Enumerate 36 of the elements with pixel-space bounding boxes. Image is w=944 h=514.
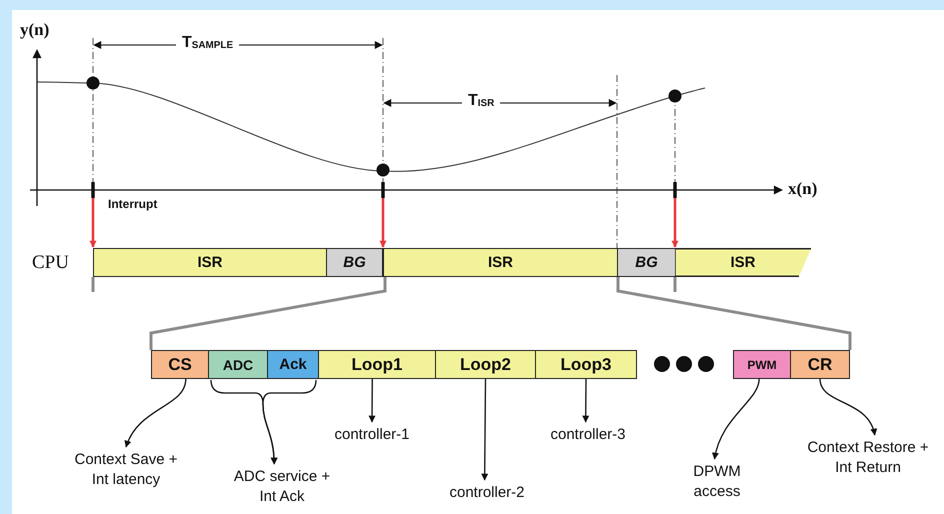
arrow bbox=[481, 379, 488, 481]
process-segment: ISR bbox=[675, 248, 811, 277]
process-segment: CR bbox=[790, 350, 850, 379]
annotation-text: DPWM access bbox=[676, 462, 758, 502]
zoom-line bbox=[616, 277, 852, 350]
arrow bbox=[262, 380, 317, 465]
arrow bbox=[582, 379, 590, 423]
process-segment: Ack bbox=[267, 350, 319, 379]
arrow bbox=[368, 379, 376, 423]
annotation-text: Context Restore + Int Return bbox=[800, 438, 936, 478]
process-segment: Loop3 bbox=[535, 350, 637, 379]
arrow bbox=[819, 378, 876, 436]
zoom-line bbox=[150, 277, 386, 350]
process-segment: ISR bbox=[383, 248, 618, 277]
annotation-text: ADC service + Int Ack bbox=[226, 467, 338, 507]
annotation-text: Context Save + Int latency bbox=[68, 450, 184, 490]
process-segment: PWM bbox=[733, 350, 791, 379]
process-segment: Loop2 bbox=[435, 350, 536, 379]
arrow bbox=[125, 378, 186, 448]
process-segment: BG bbox=[617, 248, 676, 277]
process-segment: ADC bbox=[208, 350, 268, 379]
label: Interrupt bbox=[108, 197, 158, 211]
label: CPU bbox=[32, 252, 69, 274]
annotation-text: controller-1 bbox=[316, 425, 428, 445]
arrow bbox=[712, 378, 760, 460]
process-segment: CS bbox=[151, 350, 209, 379]
arrow bbox=[380, 198, 386, 248]
process-segment: Loop1 bbox=[318, 350, 436, 379]
axis-label: y(n) bbox=[20, 20, 50, 40]
annotation-text: controller-3 bbox=[530, 425, 646, 445]
axis-label: x(n) bbox=[788, 179, 818, 199]
process-segment: BG bbox=[326, 248, 383, 277]
annotation-text: controller-2 bbox=[428, 483, 546, 503]
arrow bbox=[90, 198, 96, 248]
arrow bbox=[672, 198, 678, 248]
process-segment: ISR bbox=[93, 248, 327, 277]
